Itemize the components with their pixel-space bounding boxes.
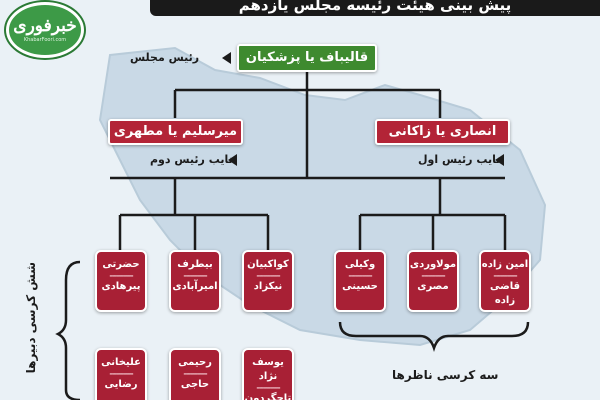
secretary-card: رحیمی ---------- حاجی [169, 348, 221, 400]
supervisor-card: امین زاده ---------- قاضی زاده [479, 250, 531, 312]
supervisor-card: وکیلی ---------- حسینی [334, 250, 386, 312]
supervisors-label: سه کرسی ناظرها [392, 368, 499, 382]
secretary-name-bottom: رضایی [104, 379, 138, 390]
secretary-card: بیطرف ---------- امیرآبادی [169, 250, 221, 312]
secretary-name-top: حضرتی [102, 259, 140, 270]
secretary-name-top: علیخانی [101, 357, 141, 368]
supervisor-name-top: وکیلی [344, 259, 376, 270]
secretary-separator: ---------- [256, 271, 280, 280]
secretary-name-top: رحیمی [178, 357, 212, 368]
khabarfoori-logo: خبرفوری KhabarFoori.com [6, 2, 84, 58]
secretary-name-top: کواکبیان [247, 259, 289, 270]
supervisor-name-top: مولاوردی [409, 259, 457, 270]
first-deputy-arrow-icon [495, 154, 504, 166]
secretary-name-bottom: حاجی [180, 379, 210, 390]
secretary-separator: ---------- [109, 271, 133, 280]
secretary-card: حضرتی ---------- پیرهادی [95, 250, 147, 312]
speaker-label: رئیس مجلس [130, 51, 200, 64]
secretary-name-bottom: نیکزاد [253, 281, 283, 292]
first-deputy-label: نایب رئیس اول [418, 153, 501, 166]
supervisor-separator: ---------- [348, 271, 372, 280]
second-deputy-box: میرسلیم یا مطهری [108, 119, 243, 145]
secretaries-bracket [55, 260, 81, 400]
secretary-separator: ---------- [183, 271, 207, 280]
secretary-name-bottom: پیرهادی [101, 281, 141, 292]
supervisor-separator: ---------- [421, 271, 445, 280]
logo-subtext: KhabarFoori.com [23, 37, 67, 43]
supervisor-separator: ---------- [493, 271, 517, 280]
supervisor-name-bottom: قاضی زاده [489, 281, 521, 306]
secretary-separator: ---------- [256, 383, 280, 392]
second-deputy-arrow-icon [228, 154, 237, 166]
secretary-card: یوسف نژاد ---------- تاجگردون [242, 348, 294, 400]
secretary-name-top: یوسف نژاد [252, 357, 284, 382]
secretary-name-bottom: امیرآبادی [172, 281, 218, 292]
secretary-card: علیخانی ---------- رضایی [95, 348, 147, 400]
second-deputy-label: نایب رئیس دوم [150, 153, 233, 166]
secretary-separator: ---------- [183, 369, 207, 378]
page-title: پیش بینی هیئت رئیسه مجلس یازدهم [150, 0, 600, 16]
supervisors-bracket [338, 321, 530, 352]
connector-lines [110, 72, 507, 250]
speaker-arrow-icon [222, 52, 231, 64]
secretary-card: کواکبیان ---------- نیکزاد [242, 250, 294, 312]
supervisor-name-bottom: مصری [417, 281, 449, 292]
first-deputy-box: انصاری یا زاکانی [375, 119, 510, 145]
supervisor-name-bottom: حسینی [342, 281, 378, 292]
secretaries-label: شش کرسی دبیرها [24, 262, 38, 374]
secretary-name-bottom: تاجگردون [244, 393, 292, 400]
secretary-name-top: بیطرف [177, 259, 213, 270]
logo-text: خبرفوری [13, 16, 77, 36]
supervisor-name-top: امین زاده [481, 259, 529, 270]
speaker-box: قالیباف یا پزشکیان [237, 44, 377, 72]
supervisor-card: مولاوردی ---------- مصری [407, 250, 459, 312]
secretary-separator: ---------- [109, 369, 133, 378]
